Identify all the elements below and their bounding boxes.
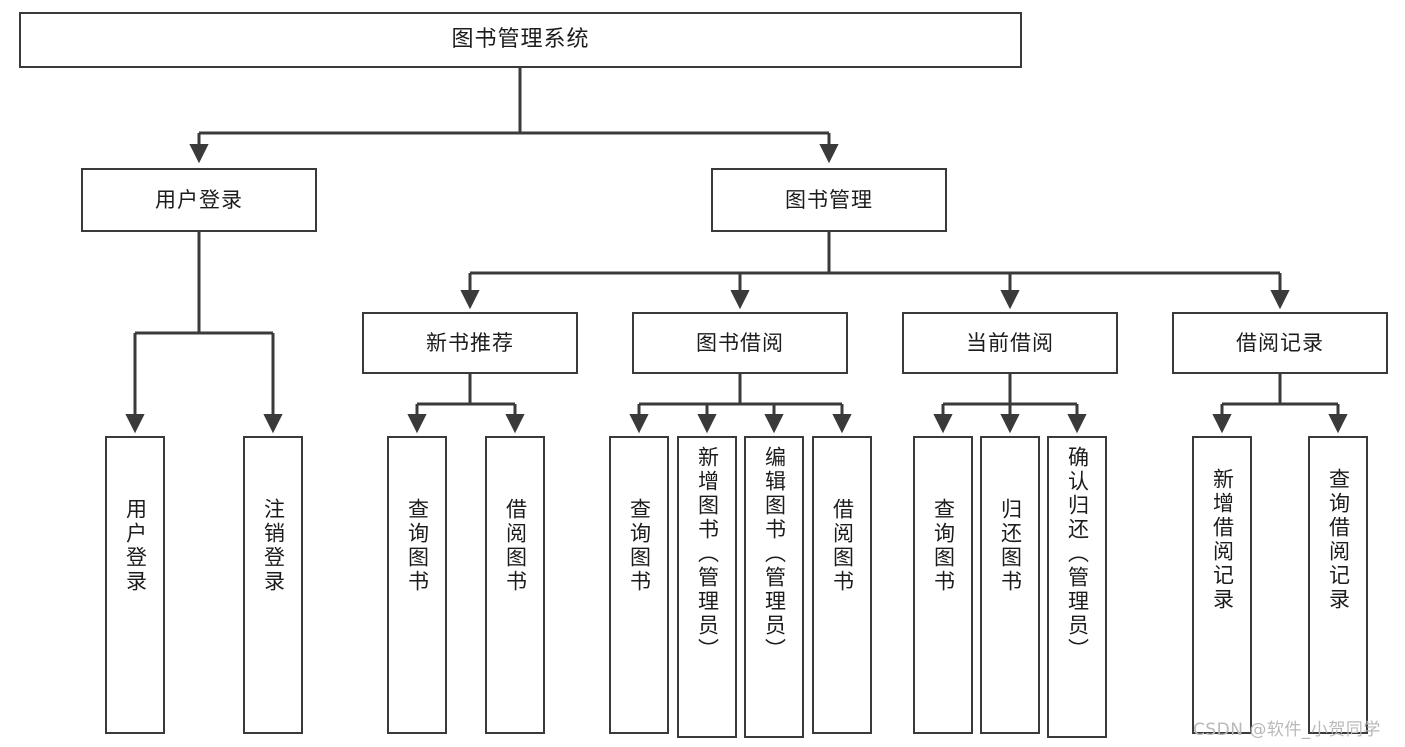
node-label: 编辑图书（管理员） xyxy=(762,446,787,662)
node-label: 新增借阅记录 xyxy=(1210,468,1235,612)
node-label: 当前借阅 xyxy=(966,330,1054,355)
leaf-borrow-books[interactable]: 借阅图书 xyxy=(812,436,872,734)
node-book-borrowing[interactable]: 图书借阅 xyxy=(632,312,848,374)
node-label: 借阅图书 xyxy=(503,498,528,594)
node-label: 借阅记录 xyxy=(1236,330,1324,355)
leaf-user-login[interactable]: 用户登录 xyxy=(105,436,165,734)
leaf-query-borrow-record[interactable]: 查询借阅记录 xyxy=(1308,436,1368,734)
node-label: 查询图书 xyxy=(627,498,652,594)
leaf-edit-book-admin[interactable]: 编辑图书（管理员） xyxy=(744,436,804,738)
node-root-book-management-system[interactable]: 图书管理系统 xyxy=(19,12,1022,68)
node-borrow-records[interactable]: 借阅记录 xyxy=(1172,312,1388,374)
node-label: 用户登录 xyxy=(155,187,243,212)
node-label: 注销登录 xyxy=(261,498,286,594)
node-current-borrowing[interactable]: 当前借阅 xyxy=(902,312,1118,374)
leaf-borrow-books-recommend[interactable]: 借阅图书 xyxy=(485,436,545,734)
leaf-add-book-admin[interactable]: 新增图书（管理员） xyxy=(677,436,737,738)
node-user-login[interactable]: 用户登录 xyxy=(81,168,317,232)
node-label: 确认归还（管理员） xyxy=(1065,446,1090,662)
leaf-confirm-return-admin[interactable]: 确认归还（管理员） xyxy=(1047,436,1107,738)
node-label: 查询图书 xyxy=(931,498,956,594)
leaf-logout[interactable]: 注销登录 xyxy=(243,436,303,734)
leaf-add-borrow-record[interactable]: 新增借阅记录 xyxy=(1192,436,1252,734)
node-label: 图书借阅 xyxy=(696,330,784,355)
node-label: 新书推荐 xyxy=(426,330,514,355)
node-label: 图书管理系统 xyxy=(451,27,590,53)
leaf-query-books-borrow[interactable]: 查询图书 xyxy=(609,436,669,734)
node-label: 用户登录 xyxy=(123,498,148,594)
leaf-query-books-current[interactable]: 查询图书 xyxy=(913,436,973,734)
node-label: 新增图书（管理员） xyxy=(695,446,720,662)
node-label: 图书管理 xyxy=(785,187,873,212)
csdn-watermark: CSDN @软件_小贺同学 xyxy=(1193,720,1381,740)
leaf-query-books-recommend[interactable]: 查询图书 xyxy=(387,436,447,734)
node-label: 借阅图书 xyxy=(830,498,855,594)
node-label: 查询图书 xyxy=(405,498,430,594)
node-book-management[interactable]: 图书管理 xyxy=(711,168,947,232)
leaf-return-books[interactable]: 归还图书 xyxy=(980,436,1040,734)
node-new-book-recommendation[interactable]: 新书推荐 xyxy=(362,312,578,374)
node-label: 归还图书 xyxy=(998,498,1023,594)
node-label: 查询借阅记录 xyxy=(1326,468,1351,612)
